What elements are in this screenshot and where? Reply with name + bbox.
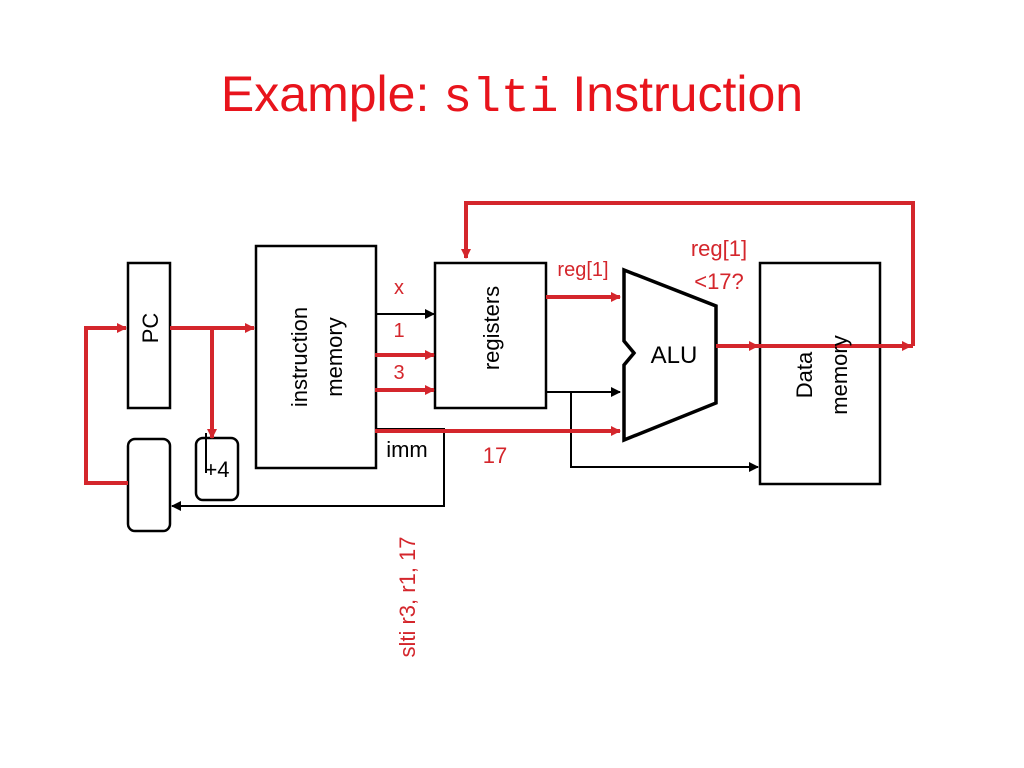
wire-writeback-loop [461, 201, 915, 346]
pc-mux-box [126, 437, 172, 533]
alu-input-label: reg[1] [557, 259, 608, 281]
registers-label: registers [479, 286, 504, 370]
alu-result-label-line2: <17? [694, 269, 744, 294]
pc-box [126, 261, 172, 410]
active-wires [84, 201, 915, 485]
title-code: slti [443, 72, 559, 126]
instruction-memory-box [254, 244, 378, 470]
data-memory-label-line2: memory [827, 335, 852, 414]
adder-box [194, 436, 240, 502]
title-prefix: Example: [220, 66, 430, 122]
registers-box [433, 261, 548, 410]
rt-field-label: 1 [393, 320, 404, 342]
instruction-memory-label-line1: instruction [287, 307, 312, 407]
imm-label: imm [386, 437, 428, 462]
pc-label: PC [138, 313, 163, 344]
alu-result-label-line1: reg[1] [691, 236, 747, 261]
wire-rt-to-datamem [570, 392, 759, 472]
imm-value-label: 17 [483, 443, 507, 468]
title-suffix: Instruction [572, 66, 804, 122]
wire-mux-to-pc [84, 323, 128, 485]
rd-field-label: 3 [393, 362, 404, 384]
adder-label: +4 [204, 457, 229, 482]
alu-label: ALU [651, 342, 698, 369]
rs-field-label: x [394, 277, 404, 299]
alu-shape [622, 267, 718, 443]
data-memory-box [758, 261, 882, 486]
components [126, 244, 882, 533]
page-title: Example: slti Instruction [0, 56, 1024, 137]
data-memory-label-line1: Data [792, 351, 817, 398]
instruction-memory-label-line2: memory [322, 317, 347, 396]
instruction-text: slti r3, r1, 17 [395, 536, 420, 657]
